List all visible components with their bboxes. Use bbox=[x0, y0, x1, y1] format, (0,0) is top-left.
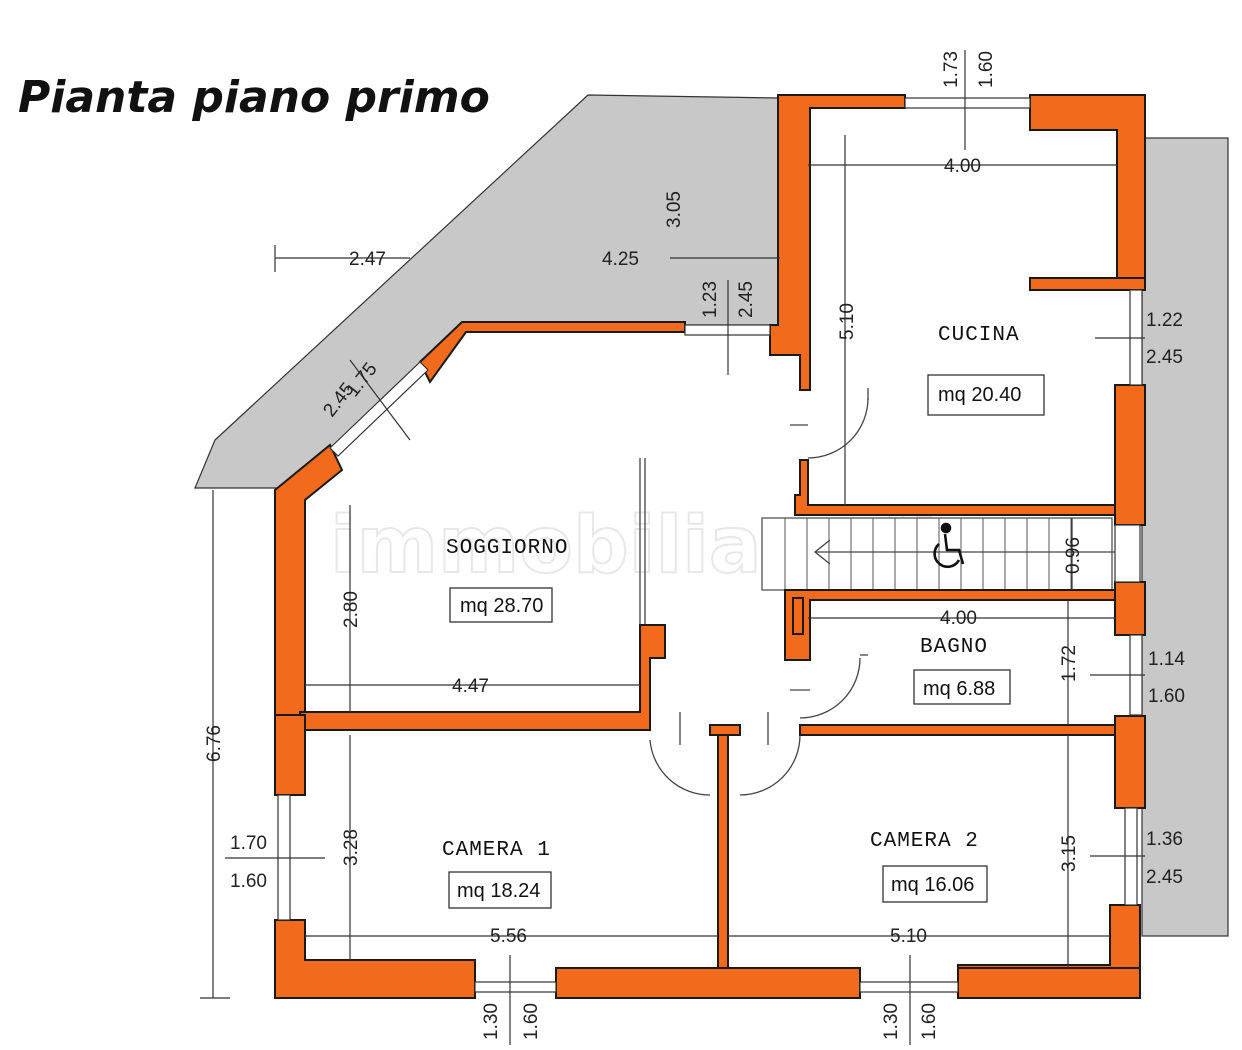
staircase bbox=[761, 517, 1113, 591]
dim-room2-width: 5.10 bbox=[890, 926, 927, 947]
room-name-bagno: BAGNO bbox=[920, 636, 988, 659]
dim-bath-depth: 1.72 bbox=[1059, 645, 1080, 682]
dim-kitchen-side-window-h: 2.45 bbox=[1146, 347, 1183, 368]
plan-title: Pianta piano primo bbox=[18, 72, 490, 123]
room-name-soggiorno: SOGGIORNO bbox=[446, 537, 568, 560]
wheelchair-icon bbox=[933, 522, 965, 569]
area-box-camera-1 bbox=[448, 871, 552, 909]
dim-bath-width: 4.00 bbox=[940, 608, 977, 629]
stair-arrow-icon bbox=[813, 539, 831, 565]
dim-kitchen-depth: 5.10 bbox=[837, 303, 858, 340]
room-name-camera-1: CAMERA 1 bbox=[442, 839, 551, 862]
room-area-cucina: mq 20.40 bbox=[938, 384, 1021, 406]
dim-stair-width: 0.96 bbox=[1063, 537, 1084, 574]
dimension-lines bbox=[200, 50, 1145, 1045]
dim-bottom-window2-h: 1.60 bbox=[919, 1003, 940, 1040]
room-area-bagno: mq 6.88 bbox=[923, 678, 995, 700]
dim-terrace-width: 4.25 bbox=[602, 249, 639, 270]
room-name-cucina: CUCINA bbox=[938, 324, 1020, 347]
dim-room1-window-w: 1.70 bbox=[230, 833, 267, 854]
side-terrace bbox=[1141, 137, 1229, 937]
dim-room1-width: 5.56 bbox=[490, 926, 527, 947]
dim-bottom-window1-h: 1.60 bbox=[521, 1003, 542, 1040]
dim-kitchen-side-window-w: 1.22 bbox=[1146, 310, 1183, 331]
walls bbox=[274, 94, 1146, 999]
dim-door-window-w: 1.23 bbox=[700, 281, 721, 318]
area-box-camera-2 bbox=[882, 865, 988, 903]
dim-total-depth: 6.76 bbox=[204, 725, 225, 762]
area-box-soggiorno bbox=[449, 587, 553, 623]
dim-kitchen-window-h: 1.73 bbox=[941, 51, 962, 88]
dim-kitchen-width: 4.00 bbox=[944, 156, 981, 177]
dim-terrace-side: 2.47 bbox=[349, 249, 386, 270]
dim-bath-window-w: 1.14 bbox=[1148, 649, 1185, 670]
dimension-labels: 4.00 1.22 2.45 4.25 2.47 4.47 4.00 1.14 … bbox=[230, 156, 1185, 947]
room-area-camera-2: mq 16.06 bbox=[891, 874, 974, 896]
dim-living-height: 2.80 bbox=[341, 591, 362, 628]
dim-terrace-depth: 3.05 bbox=[664, 191, 685, 228]
dim-kitchen-window-w: 1.60 bbox=[976, 51, 997, 88]
dim-bottom-window2-w: 1.30 bbox=[881, 1003, 902, 1040]
area-box-cucina bbox=[927, 374, 1045, 416]
dim-room2-window-h: 2.45 bbox=[1146, 867, 1183, 888]
dim-room1-depth: 3.28 bbox=[341, 829, 362, 866]
room-area-soggiorno: mq 28.70 bbox=[460, 595, 543, 617]
terrace-area bbox=[194, 94, 781, 489]
dim-living-width: 4.47 bbox=[452, 676, 489, 697]
room-name-camera-2: CAMERA 2 bbox=[870, 830, 979, 853]
area-box-bagno bbox=[913, 669, 1011, 705]
dim-bottom-window1-w: 1.30 bbox=[481, 1003, 502, 1040]
door-swings bbox=[649, 388, 869, 796]
dim-room2-window-w: 1.36 bbox=[1146, 829, 1183, 850]
room-area-camera-1: mq 18.24 bbox=[457, 880, 540, 902]
dim-door-window-h: 2.45 bbox=[736, 281, 757, 318]
dim-bath-window-h: 1.60 bbox=[1148, 686, 1185, 707]
dim-room2-depth: 3.15 bbox=[1059, 835, 1080, 872]
dim-room1-window-h: 1.60 bbox=[230, 871, 267, 892]
